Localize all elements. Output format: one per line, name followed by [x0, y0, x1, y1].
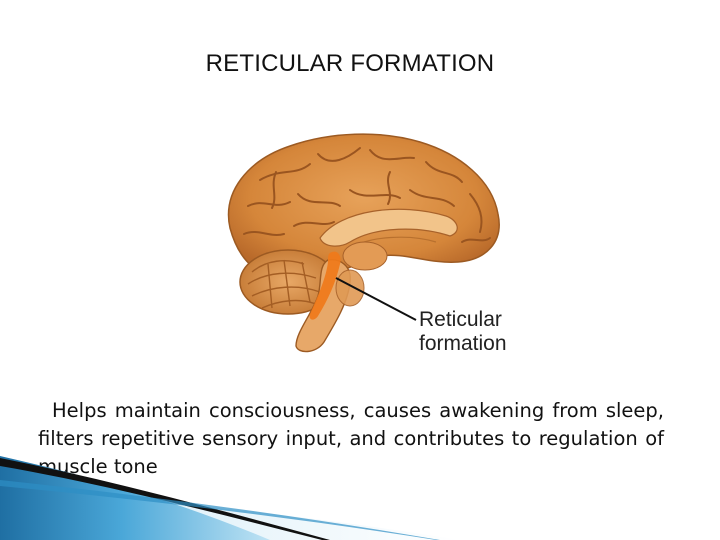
figure-label: Reticular formation	[419, 308, 507, 356]
figure-label-line1: Reticular	[419, 308, 502, 331]
figure-label-line2: formation	[419, 332, 507, 355]
brain-illustration	[200, 110, 540, 370]
slide-title: RETICULAR FORMATION	[205, 50, 495, 77]
thalamus	[342, 241, 388, 271]
gyri-lines	[243, 147, 491, 243]
swoosh-light	[0, 492, 460, 540]
brain-sagittal-image	[227, 133, 500, 353]
corpus-callosum	[319, 208, 458, 247]
reticular-formation-highlight	[309, 251, 341, 320]
description-text: Helps maintain consciousness, causes awa…	[38, 399, 664, 478]
pons	[335, 269, 365, 307]
swoosh-thin-line	[0, 480, 440, 540]
cerebellum-folia	[247, 259, 321, 309]
label-pointer-line	[335, 277, 417, 321]
